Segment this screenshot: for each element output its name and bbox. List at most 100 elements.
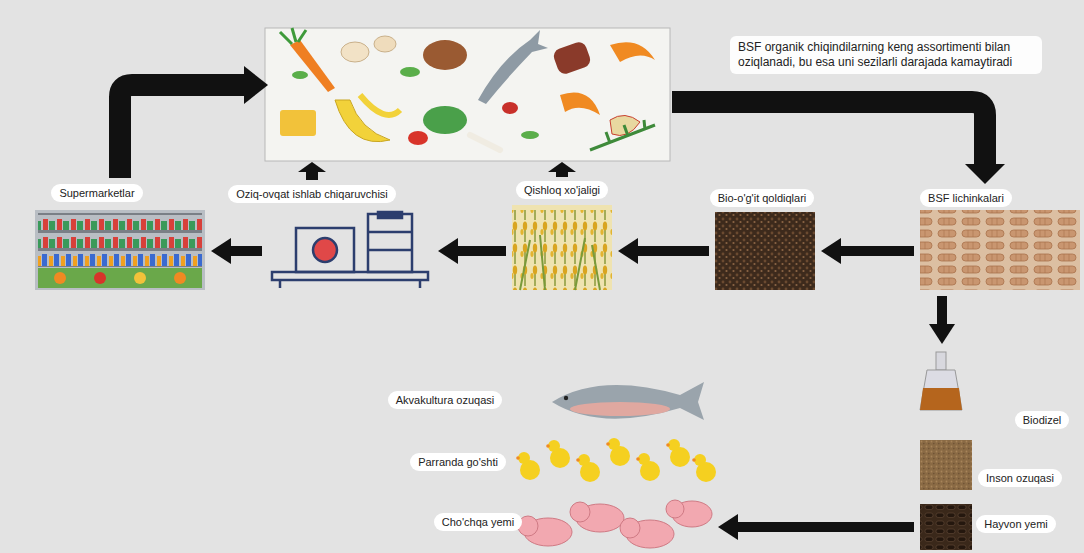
arrow-shaft bbox=[457, 246, 506, 256]
arrow-shaft bbox=[672, 102, 985, 164]
node-label: Biodizel bbox=[1015, 411, 1070, 429]
arrow-shaft bbox=[120, 85, 244, 178]
beak bbox=[636, 457, 640, 461]
pigs-picture bbox=[518, 500, 712, 548]
arrow-head bbox=[211, 238, 231, 264]
node-label: BSF lichinkalari bbox=[920, 189, 1012, 207]
arrow-shaft bbox=[737, 522, 914, 532]
flow-arrow bbox=[821, 238, 914, 264]
biodiesel-flask bbox=[920, 352, 962, 410]
node-label: Supermarketlar bbox=[51, 184, 142, 202]
arrow-head bbox=[929, 324, 955, 344]
picture-node: Supermarketlar bbox=[35, 210, 205, 290]
beak bbox=[666, 443, 670, 447]
note-text: BSF organik chiqindilarning keng assorti… bbox=[738, 40, 1034, 70]
shelf-frame bbox=[35, 210, 205, 290]
flow-arrow bbox=[618, 238, 709, 264]
node-label: Oziq-ovqat ishlab chiqaruvchisi bbox=[228, 185, 396, 203]
beak bbox=[516, 456, 520, 460]
picture-node: Parranda go'shti bbox=[512, 432, 720, 484]
beak bbox=[692, 458, 696, 462]
produce bbox=[38, 268, 202, 288]
flow-arrow bbox=[929, 296, 955, 344]
machine bbox=[368, 214, 412, 272]
shelf-goods bbox=[38, 249, 202, 267]
arrow-shaft bbox=[230, 246, 262, 256]
scale-dial bbox=[313, 238, 337, 262]
picture-node: Biodizel bbox=[918, 350, 964, 412]
picture-frame bbox=[265, 28, 670, 161]
note-box: BSF organik chiqindilarning keng assorti… bbox=[730, 36, 1042, 74]
carrot-leaves bbox=[280, 28, 306, 44]
rice-leaves bbox=[520, 235, 600, 290]
larvae-picture bbox=[920, 210, 1080, 290]
picture-node: Cho'chqa yemi bbox=[522, 495, 712, 551]
arrow-head bbox=[438, 238, 458, 264]
leaf bbox=[292, 71, 308, 79]
machine-line bbox=[368, 249, 412, 252]
leg bbox=[419, 280, 422, 288]
pig-head bbox=[620, 518, 640, 538]
food-waste-picture bbox=[265, 28, 670, 161]
carrot bbox=[290, 40, 335, 92]
up-arrow bbox=[298, 162, 326, 180]
flow-arrow bbox=[438, 238, 506, 264]
node-label: Qishloq xo'jaligi bbox=[516, 181, 608, 199]
eggshell bbox=[341, 42, 369, 62]
picture-node: Bio-o'g'it qoldiqlari bbox=[715, 212, 815, 290]
beak bbox=[546, 444, 550, 448]
up-arrow bbox=[548, 162, 576, 177]
supermarket-picture bbox=[35, 210, 205, 290]
arrow-head bbox=[618, 238, 638, 264]
fish-body bbox=[552, 382, 704, 420]
bio-fertilizer-picture bbox=[715, 212, 815, 290]
machine-line bbox=[368, 231, 412, 234]
arrow-head bbox=[298, 162, 326, 172]
fish-belly bbox=[570, 402, 670, 416]
arrow-shaft bbox=[937, 296, 947, 325]
node-label: Cho'chqa yemi bbox=[434, 513, 522, 531]
rice-picture bbox=[512, 205, 612, 290]
node-label: Akvakultura ozuqasi bbox=[388, 391, 502, 409]
powder-picture bbox=[920, 440, 972, 490]
pig-head bbox=[570, 502, 590, 522]
pellet-picture bbox=[920, 504, 972, 550]
rice-stalks bbox=[512, 210, 612, 290]
node-label: Inson ozuqasi bbox=[978, 469, 1062, 487]
leaf bbox=[400, 67, 420, 77]
potato bbox=[423, 40, 467, 70]
pig-head bbox=[666, 500, 684, 518]
arrow-shaft bbox=[637, 246, 709, 256]
arrow-shaft bbox=[840, 246, 914, 256]
produce bbox=[134, 272, 146, 284]
banana-peel bbox=[335, 100, 390, 142]
arrow-shaft bbox=[306, 171, 318, 180]
picture-node: Qishloq xo'jaligi bbox=[512, 205, 612, 290]
arrow-head bbox=[244, 66, 268, 104]
orange-peel bbox=[610, 42, 655, 62]
picture-node: Inson ozuqasi bbox=[920, 440, 972, 490]
big-arrow bbox=[120, 66, 268, 178]
node-label: Hayvon yemi bbox=[976, 515, 1056, 533]
red-pepper bbox=[408, 131, 428, 145]
flask-liquid bbox=[920, 388, 962, 410]
scale-body bbox=[296, 228, 354, 272]
bone bbox=[470, 135, 500, 150]
tomato bbox=[502, 102, 518, 114]
picture-node: Akvakultura ozuqasi bbox=[552, 378, 704, 426]
big-arrow bbox=[672, 102, 1005, 184]
herbs bbox=[590, 120, 655, 150]
field bbox=[512, 205, 612, 290]
leaf bbox=[521, 131, 539, 139]
picture-node: Oziq-ovqat ishlab chiqaruvchisi bbox=[268, 212, 432, 290]
flow-arrow bbox=[718, 514, 914, 540]
steak bbox=[552, 40, 593, 76]
beak bbox=[606, 442, 610, 446]
arrow-head bbox=[821, 238, 841, 264]
produce bbox=[54, 272, 66, 284]
arrow-head bbox=[548, 162, 576, 172]
orange-peel bbox=[560, 93, 600, 116]
chicks-picture bbox=[516, 438, 716, 482]
